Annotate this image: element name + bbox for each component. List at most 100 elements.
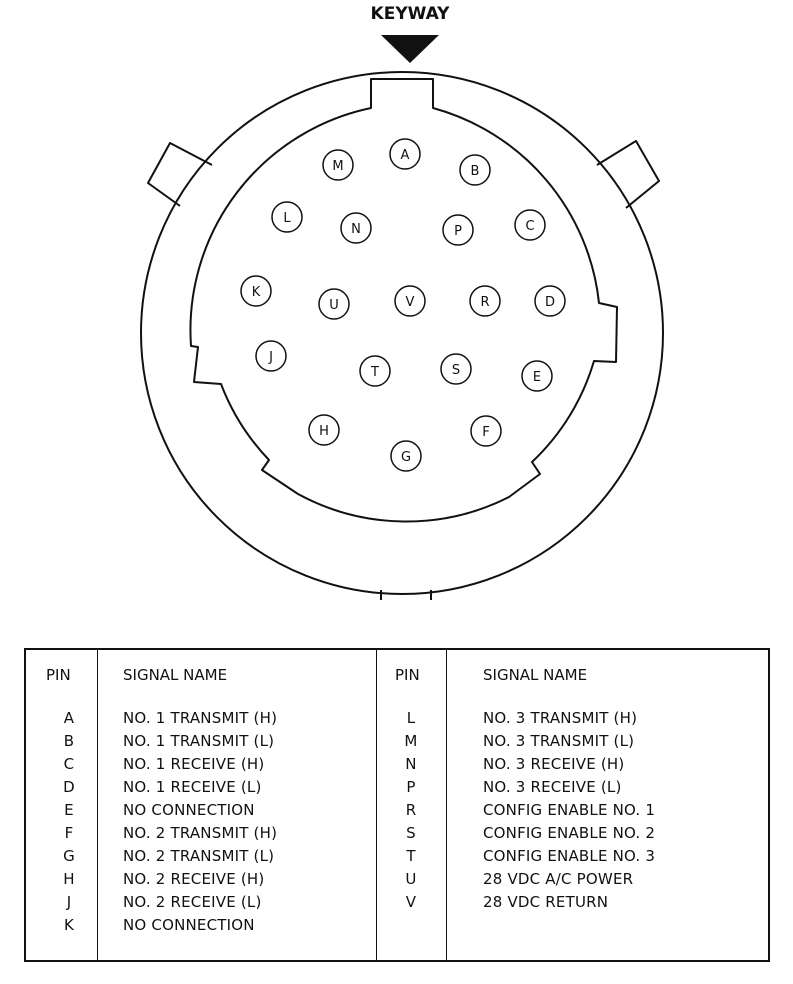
pin-label: L [283, 211, 291, 226]
pin-circle [359, 355, 391, 387]
pin-label: J [268, 350, 273, 365]
signal-cell: NO. 1 TRANSMIT (H) [123, 709, 278, 727]
inner-insert [189, 78, 618, 523]
pin-circle [470, 415, 502, 447]
pin-label: U [329, 298, 339, 313]
pin-label: T [370, 365, 379, 380]
pin-circle [240, 275, 272, 307]
pin-circle [442, 214, 474, 246]
pin-cell: U [405, 870, 417, 888]
pin-s: S [440, 353, 472, 385]
pin-circle [459, 154, 491, 186]
signal-cell: NO. 2 TRANSMIT (L) [123, 847, 275, 865]
pin-circle [318, 288, 350, 320]
signal-cell: CONFIG ENABLE NO. 3 [483, 847, 656, 865]
pin-n: N [340, 212, 372, 244]
pin-cell: M [404, 732, 418, 750]
signal-cell: NO. 3 TRANSMIT (L) [483, 732, 635, 750]
pin-label: F [482, 425, 489, 440]
pin-circle [534, 285, 566, 317]
pin-cell: G [63, 847, 75, 865]
signal-cell: NO. 1 RECEIVE (H) [123, 755, 265, 773]
pin-b: B [459, 154, 491, 186]
pin-d: D [534, 285, 566, 317]
pin-h: H [308, 414, 340, 446]
pin-cell: J [66, 893, 72, 911]
pin-cell: L [406, 709, 416, 727]
header-pin-right: PIN [395, 666, 420, 684]
pin-cell: F [64, 824, 74, 842]
header-signal-right: SIGNAL NAME [483, 666, 588, 684]
pin-label: D [545, 295, 555, 310]
pin-label: A [401, 148, 410, 163]
pin-cell: N [405, 755, 417, 773]
pin-circle [469, 285, 501, 317]
signal-cell: NO. 1 RECEIVE (L) [123, 778, 262, 796]
connector-shell [140, 71, 664, 600]
divider-1 [97, 650, 98, 960]
pin-cell: P [406, 778, 416, 796]
pin-label: K [252, 285, 261, 300]
pin-label: V [406, 295, 415, 310]
right-signal-column: NO. 3 TRANSMIT (H)NO. 3 TRANSMIT (L)NO. … [483, 707, 763, 914]
pin-m: M [322, 149, 354, 181]
signal-cell: NO CONNECTION [123, 916, 255, 934]
pin-circle [440, 353, 472, 385]
pin-f: F [470, 415, 502, 447]
signal-cell: CONFIG ENABLE NO. 1 [483, 801, 656, 819]
pin-label: M [332, 159, 343, 174]
pin-cell: S [406, 824, 416, 842]
keyway-label: KEYWAY [371, 4, 451, 24]
signal-cell: CONFIG ENABLE NO. 2 [483, 824, 656, 842]
pin-p: P [442, 214, 474, 246]
pin-cell: D [63, 778, 75, 796]
pin-circle [514, 209, 546, 241]
pin-l: L [271, 201, 303, 233]
signal-cell: NO. 3 RECEIVE (H) [483, 755, 625, 773]
pin-t: T [359, 355, 391, 387]
pin-cell: H [63, 870, 75, 888]
pin-cell: T [406, 847, 416, 865]
pin-v: V [394, 285, 426, 317]
pin-c: C [514, 209, 546, 241]
pin-k: K [240, 275, 272, 307]
pin-layer: A B C D E F G H J K L M N P R S T U V [240, 138, 566, 472]
pin-label: N [351, 222, 361, 237]
left-tab [147, 142, 213, 207]
pin-circle [389, 138, 421, 170]
pin-label: P [454, 224, 462, 239]
pin-cell: K [63, 916, 75, 934]
pin-circle [308, 414, 340, 446]
signal-cell: NO. 3 RECEIVE (L) [483, 778, 622, 796]
pin-label: G [401, 450, 411, 465]
pin-circle [271, 201, 303, 233]
header-signal-left: SIGNAL NAME [123, 666, 228, 684]
signal-cell: NO. 2 TRANSMIT (H) [123, 824, 278, 842]
signal-cell: NO. 2 RECEIVE (L) [123, 893, 262, 911]
pin-label: R [480, 295, 489, 310]
pin-circle [322, 149, 354, 181]
keyway-arrow [381, 35, 439, 63]
pin-e: E [521, 360, 553, 392]
pin-label: C [525, 219, 534, 234]
header-pin-left: PIN [46, 666, 71, 684]
pin-circle [390, 440, 422, 472]
right-tab [596, 140, 660, 209]
pin-g: G [390, 440, 422, 472]
pin-label: E [533, 370, 541, 385]
pin-cell: R [405, 801, 417, 819]
connector-diagram: KEYWAY A B C D E F G H J K L M N P R S T U V [140, 4, 664, 600]
pin-r: R [469, 285, 501, 317]
pin-cell: B [63, 732, 75, 750]
signal-cell: NO CONNECTION [123, 801, 255, 819]
signal-cell: NO. 1 TRANSMIT (L) [123, 732, 275, 750]
left-signal-column: NO. 1 TRANSMIT (H) NO. 1 TRANSMIT (L) NO. … [123, 707, 373, 937]
pin-circle [340, 212, 372, 244]
pin-u: U [318, 288, 350, 320]
pin-j: J [255, 340, 287, 372]
pin-label: S [452, 363, 460, 378]
pin-circle [521, 360, 553, 392]
pin-cell: E [64, 801, 74, 819]
